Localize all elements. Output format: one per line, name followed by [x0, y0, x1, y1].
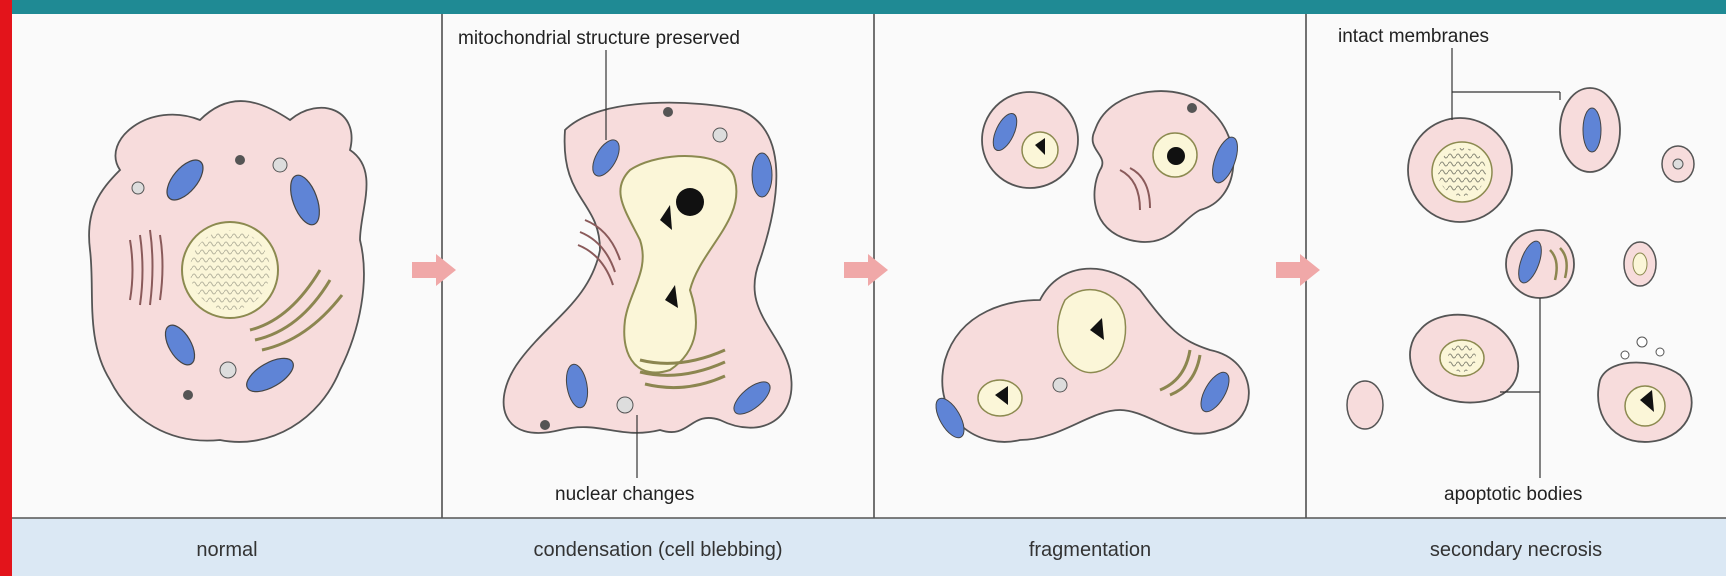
- apoptotic-bodies: [1347, 48, 1694, 478]
- stage-label-secondary-necrosis: secondary necrosis: [1430, 539, 1602, 561]
- mitochondrion: [752, 153, 772, 197]
- annotation-mitochondrial-structure: mitochondrial structure preserved: [458, 28, 740, 49]
- stage-label-condensation: condensation (cell blebbing): [533, 539, 782, 561]
- chromatin-clump: [676, 188, 704, 216]
- arrow-3: [1276, 254, 1320, 286]
- annotation-nuclear-changes: nuclear changes: [555, 484, 694, 505]
- stage-label-fragmentation: fragmentation: [1029, 539, 1151, 561]
- fragmentation-bodies: [930, 91, 1249, 442]
- normal-cell: [89, 101, 366, 442]
- annotation-intact-membranes: intact membranes: [1338, 26, 1489, 47]
- stage-label-normal: normal: [196, 539, 257, 561]
- annotation-apoptotic-bodies: apoptotic bodies: [1444, 484, 1582, 505]
- condensing-cell: [504, 50, 792, 478]
- arrow-2: [844, 254, 888, 286]
- arrow-1: [412, 254, 456, 286]
